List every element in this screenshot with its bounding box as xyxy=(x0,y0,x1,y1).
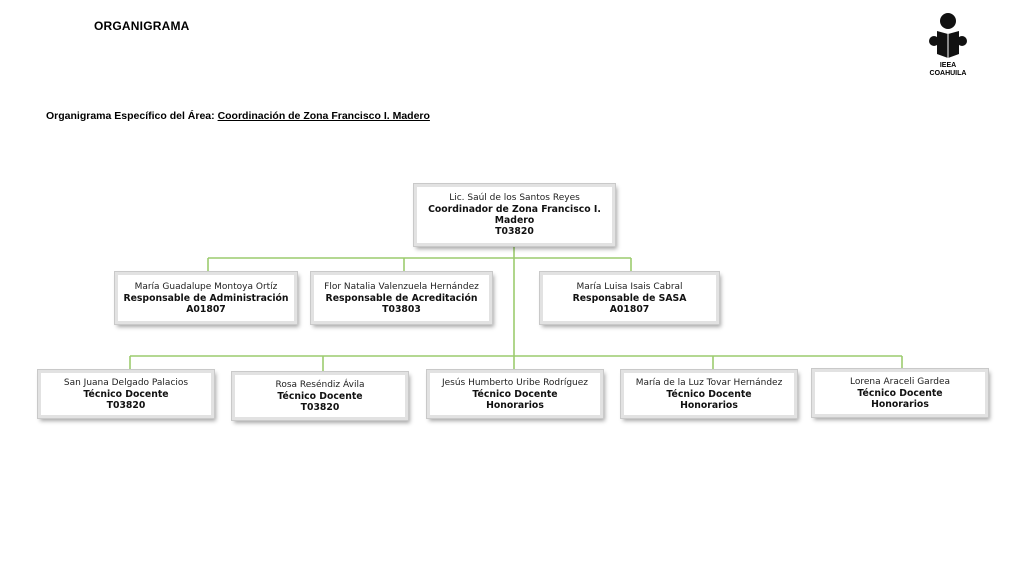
org-box-level1-2: María Luisa Isais Cabral Responsable de … xyxy=(539,271,720,325)
person-role: Técnico Docente xyxy=(857,387,943,399)
logo-text-line2: COAHUILA xyxy=(929,70,967,77)
position-code: Honorarios xyxy=(871,398,929,410)
person-name: Jesús Humberto Uribe Rodríguez xyxy=(441,377,589,388)
person-role: Técnico Docente xyxy=(666,388,752,400)
person-name: María Luisa Isais Cabral xyxy=(576,281,683,292)
position-code: Honorarios xyxy=(680,399,738,411)
page-title: ORGANIGRAMA xyxy=(94,19,190,33)
org-box-level1-1: Flor Natalia Valenzuela Hernández Respon… xyxy=(310,271,493,325)
position-code: T03803 xyxy=(382,303,421,315)
org-box-level2-4: Lorena Araceli Gardea Técnico Docente Ho… xyxy=(811,368,989,418)
subtitle-prefix: Organigrama Específico del Área: xyxy=(46,110,218,122)
position-code: T03820 xyxy=(106,399,146,411)
position-code: Honorarios xyxy=(486,399,544,411)
person-role: Técnico Docente xyxy=(83,388,169,400)
person-role: Responsable de Administración xyxy=(123,292,289,304)
person-role: Responsable de Acreditación xyxy=(325,292,478,304)
org-box-level2-0: San Juana Delgado Palacios Técnico Docen… xyxy=(37,369,215,419)
person-name: San Juana Delgado Palacios xyxy=(63,377,189,388)
person-name: Lic. Saúl de los Santos Reyes xyxy=(449,193,580,203)
ieea-coahuila-logo: IEEA COAHUILA xyxy=(920,12,976,82)
person-role: Técnico Docente xyxy=(472,388,558,400)
org-box-level2-3: María de la Luz Tovar Hernández Técnico … xyxy=(620,369,798,419)
connector-lines xyxy=(129,246,903,372)
position-code: A01807 xyxy=(186,303,226,315)
person-name: María de la Luz Tovar Hernández xyxy=(635,377,783,388)
org-box-level2-2: Jesús Humberto Uribe Rodríguez Técnico D… xyxy=(426,369,604,419)
org-subtitle: Organigrama Específico del Área: Coordin… xyxy=(46,110,430,122)
person-role: Técnico Docente xyxy=(277,390,363,402)
logo-text-line1: IEEA xyxy=(939,62,957,69)
person-reading-icon xyxy=(929,13,967,58)
person-name: Rosa Reséndiz Ávila xyxy=(275,379,365,390)
person-name: Lorena Araceli Gardea xyxy=(850,376,950,387)
position-code: T03820 xyxy=(300,401,340,413)
org-box-root: Lic. Saúl de los Santos Reyes Coordinado… xyxy=(413,183,616,247)
person-role: Responsable de SASA xyxy=(572,292,687,304)
position-code: T03820 xyxy=(495,226,534,237)
person-name: María Guadalupe Montoya Ortíz xyxy=(134,281,278,292)
subtitle-area-name: Coordinación de Zona Francisco I. Madero xyxy=(217,110,430,122)
person-name: Flor Natalia Valenzuela Hernández xyxy=(324,281,479,292)
person-role: Coordinador de Zona Francisco I. Madero xyxy=(428,204,601,226)
org-box-level2-1: Rosa Reséndiz Ávila Técnico Docente T038… xyxy=(231,371,409,421)
org-box-level1-0: María Guadalupe Montoya Ortíz Responsabl… xyxy=(114,271,298,325)
position-code: A01807 xyxy=(609,303,650,315)
